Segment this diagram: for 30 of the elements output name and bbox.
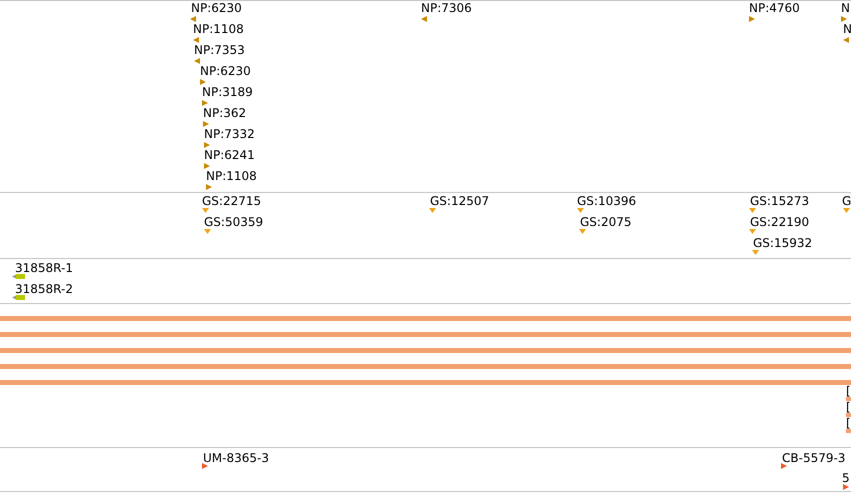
feature-label: GS:10396 (577, 194, 636, 208)
feature-label: GS:2075 (580, 215, 632, 229)
feature-label: [ (846, 384, 851, 398)
feature-label: NP:1108 (206, 169, 257, 183)
feature-label: 31858R-2 (15, 282, 73, 296)
feature-label: NP:7306 (421, 1, 472, 15)
feature-label: GS:15273 (750, 194, 810, 208)
feature-label: NP:362 (203, 106, 246, 120)
feature-label: GS:22715 (202, 194, 262, 208)
feature-label: GS:22190 (750, 215, 810, 229)
feature-label: NP:7353 (194, 43, 245, 57)
feature-label: NP:7332 (204, 127, 255, 141)
feature-label: NP:6241 (204, 148, 255, 162)
feature-label: 5 (842, 471, 850, 485)
feature-label: NP:4760 (749, 1, 800, 15)
feature-label: GS:50359 (204, 215, 264, 229)
feature-label: CB-5579-3 (782, 451, 846, 465)
feature-label: GS:15932 (753, 236, 812, 250)
feature-label: NP:6230 (200, 64, 251, 78)
feature-label: 31858R-1 (15, 261, 73, 275)
feature-label: GS:12507 (430, 194, 490, 208)
feature-label: UM-8365-3 (203, 451, 269, 465)
feature-label: NP:1108 (193, 22, 244, 36)
feature-label: [ (846, 400, 851, 414)
feature-label: N (843, 22, 851, 36)
feature-label: N (841, 1, 850, 15)
feature-label: NP:3189 (202, 85, 253, 99)
feature-label: [ (846, 416, 851, 430)
feature-label: G (842, 194, 851, 208)
feature-label: NP:6230 (191, 1, 242, 15)
